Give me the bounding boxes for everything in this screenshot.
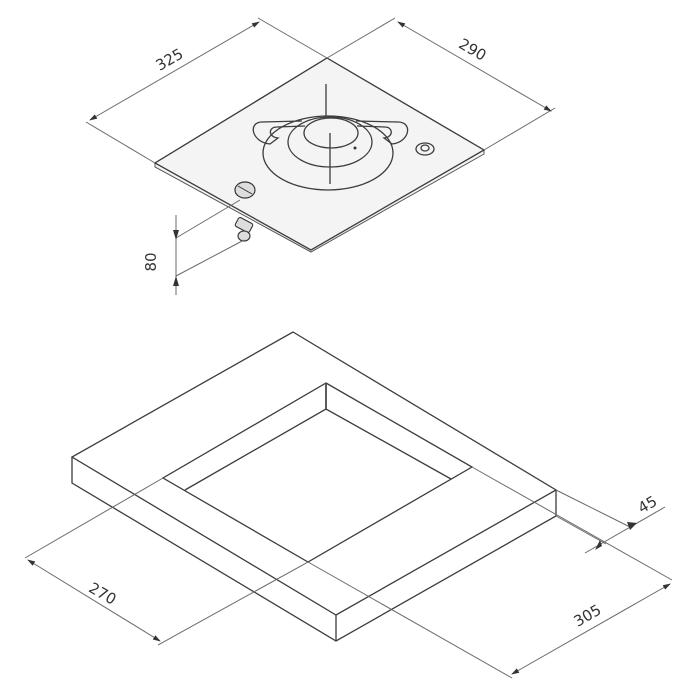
svg-text:305: 305 [571,601,605,631]
worktop-front-faces [71,457,557,642]
cutout-rim [161,382,474,563]
burner-base [262,115,394,191]
cutout-view: 270 305 45 [24,331,673,679]
svg-text:80: 80 [142,252,160,271]
hob-plate-top [153,57,486,251]
svg-text:270: 270 [86,579,120,609]
pan-support [252,84,409,184]
thermocouple-dot [353,146,357,150]
dimension-305: 305 [307,466,673,679]
dimension-45: 45 [555,489,666,554]
burner-cap [303,117,359,149]
hob-plate-edge [154,57,485,253]
ignition-button [415,142,435,156]
svg-text:45: 45 [635,492,661,517]
dimension-270: 270 [24,477,309,646]
dimension-80: 80 [142,199,245,295]
control-knob-icon [234,181,256,199]
hob-view: 325 290 80 [85,17,556,295]
svg-text:325: 325 [153,45,187,75]
gas-connector-icon [234,216,254,242]
svg-text:290: 290 [456,35,490,65]
